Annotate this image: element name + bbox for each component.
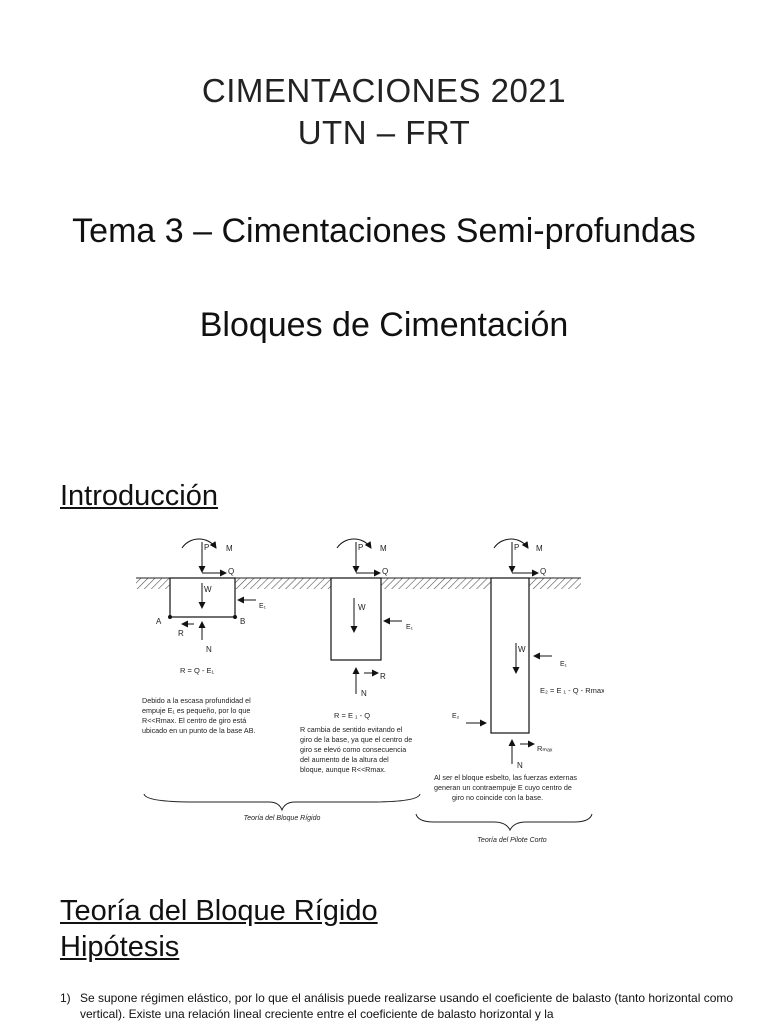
- block3-desc-line: giro no coincide con la base.: [452, 793, 543, 802]
- label-b: B: [240, 617, 245, 626]
- block-3: P M Q W E₁ E₂ = E ₁ - Q - Rmax E₂ Rₘₐₓ N…: [434, 538, 604, 802]
- label-q: Q: [540, 567, 546, 576]
- label-rmax: Rₘₐₓ: [537, 744, 553, 753]
- block2-desc-line: giro de la base, ya que el centro de: [300, 735, 412, 744]
- intro-heading: Introducción: [60, 480, 218, 512]
- label-a: A: [156, 617, 162, 626]
- label-n: N: [361, 689, 367, 698]
- label-m: M: [536, 544, 543, 553]
- block3-desc-line: Al ser el bloque esbelto, las fuerzas ex…: [434, 773, 577, 782]
- block-1: P M Q W E₁ A B R N R = Q - E₁ Debido a l…: [142, 538, 267, 735]
- block2-formula: R = E ₁ - Q: [334, 711, 370, 720]
- label-e1: E₁: [560, 661, 568, 668]
- label-w: W: [358, 603, 366, 612]
- block3-description: Al ser el bloque esbelto, las fuerzas ex…: [434, 773, 577, 802]
- block1-description: Debido a la escasa profundidad el empuje…: [142, 696, 256, 735]
- label-e1: E₁: [406, 624, 414, 631]
- label-e2: E₂: [452, 713, 460, 720]
- list-item: 1) Se supone régimen elástico, por lo qu…: [60, 990, 750, 1022]
- foundation-blocks-diagram: P M Q W E₁ A B R N R = Q - E₁ Debido a l…: [136, 538, 604, 844]
- block3-formula: E₂ = E ₁ - Q - Rmax: [540, 686, 604, 695]
- label-w: W: [204, 585, 212, 594]
- block1-desc-line: empuje E₁ es pequeño, por lo que: [142, 706, 250, 715]
- label-p: P: [204, 543, 209, 552]
- title-block: CIMENTACIONES 2021 UTN – FRT: [0, 70, 768, 154]
- block1-desc-line: ubicado en un punto de la base AB.: [142, 726, 256, 735]
- topic-title: Tema 3 – Cimentaciones Semi-profundas: [72, 212, 696, 250]
- label-w: W: [518, 645, 526, 654]
- block2-desc-line: R cambia de sentido evitando el: [300, 725, 403, 734]
- label-m: M: [380, 544, 387, 553]
- label-p: P: [514, 543, 519, 552]
- block2-desc-line: del aumento de la altura del: [300, 755, 389, 764]
- brace-rigid-label: Teoría del Bloque Rígido: [244, 815, 321, 822]
- block3-desc-line: generan un contraempuje E cuyo centro de: [434, 783, 572, 792]
- subtopic-title: Bloques de Cimentación: [199, 306, 569, 344]
- label-m: M: [226, 544, 233, 553]
- hypotheses-list: 1) Se supone régimen elástico, por lo qu…: [60, 990, 750, 1022]
- list-item-number: 1): [60, 991, 71, 1005]
- block2-desc-line: bloque, aunque R<<Rmax.: [300, 765, 386, 774]
- course-title: CIMENTACIONES 2021: [201, 72, 567, 109]
- brace-rigid-block: Teoría del Bloque Rígido: [143, 793, 421, 822]
- block1-formula: R = Q - E₁: [180, 666, 214, 675]
- teoria-heading-line2: Hipótesis: [60, 931, 180, 963]
- label-r: R: [380, 672, 386, 681]
- label-q: Q: [382, 567, 388, 576]
- brace-pilote-label: Teoría del Pilote Corto: [477, 837, 546, 844]
- label-p: P: [358, 543, 363, 552]
- block1-desc-line: R<<Rmax. El centro de giro está: [142, 716, 246, 725]
- block2-description: R cambia de sentido evitando el giro de …: [300, 725, 412, 774]
- brace-short-pile: Teoría del Pilote Corto: [415, 813, 593, 844]
- list-item-text: Se supone régimen elástico, por lo que e…: [80, 991, 734, 1021]
- teoria-heading: Teoría del Bloque Rígido Hipótesis: [60, 893, 378, 965]
- label-n: N: [206, 645, 212, 654]
- teoria-heading-line1: Teoría del Bloque Rígido: [60, 895, 378, 927]
- label-r: R: [178, 629, 184, 638]
- org-title: UTN – FRT: [297, 114, 471, 151]
- block-2: P M Q W E₁ R N R = E ₁ - Q R cambia de s…: [300, 538, 414, 774]
- label-n: N: [517, 761, 523, 770]
- label-q: Q: [228, 567, 234, 576]
- block2-desc-line: giro se elevó como consecuencia: [300, 745, 406, 754]
- label-e1: E₁: [259, 603, 267, 610]
- block1-desc-line: Debido a la escasa profundidad el: [142, 696, 251, 705]
